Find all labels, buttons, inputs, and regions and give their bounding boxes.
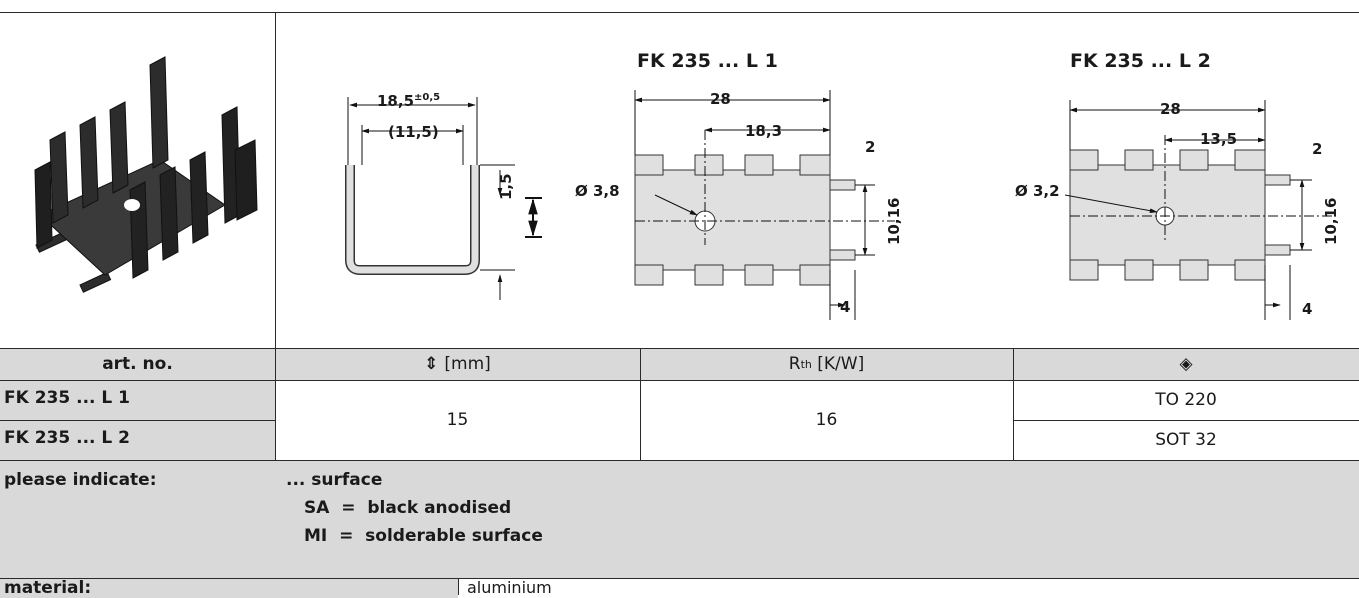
l1-hole-offset-dim: 18,3: [745, 122, 783, 140]
material-value: aluminium: [467, 578, 552, 597]
material-label-cell: [0, 578, 458, 598]
model-l1-heading: FK 235 ... L 1: [637, 50, 778, 72]
profile-width-dim: 18,5±0,5: [377, 92, 441, 110]
profile-inner-dim: (11,5): [388, 123, 439, 141]
l1-width-dim: 28: [710, 90, 731, 108]
surface-line: ... surface: [286, 470, 383, 490]
profile-thickness-dim: 1,5: [497, 173, 515, 200]
model-l2-heading: FK 235 ... L 2: [1070, 50, 1211, 72]
l1-tab-dim: 4: [840, 298, 851, 316]
row-l1-package: TO 220: [1155, 390, 1217, 410]
l2-tab-dim: 4: [1302, 300, 1313, 318]
height-header: ⇕[mm]: [424, 354, 491, 374]
product-photo: [34, 56, 258, 293]
option-sa: SA = black anodised: [304, 498, 512, 518]
l2-width-dim: 28: [1160, 100, 1181, 118]
indicate-label: please indicate:: [4, 470, 157, 490]
row-l1-artno: FK 235 ... L 1: [4, 388, 130, 408]
l2-drawing: [1064, 100, 1335, 320]
height-icon: ⇕: [424, 354, 439, 374]
row-l2-artno: FK 235 ... L 2: [4, 428, 130, 448]
table-header-row: [0, 348, 1359, 380]
l1-slot-height-dim: 10,16: [885, 197, 903, 245]
row-l2-package: SOT 32: [1155, 430, 1217, 450]
l1-slot-dim: 2: [865, 138, 876, 156]
profile-drawing: [345, 97, 542, 300]
l2-slot-dim: 2: [1312, 140, 1323, 158]
l1-hole-dia: Ø 3,8: [575, 182, 620, 200]
l2-hole-offset-dim: 13,5: [1200, 130, 1238, 148]
l2-hole-dia: Ø 3,2: [1015, 182, 1060, 200]
l1-drawing: [634, 90, 895, 320]
notes-band: [0, 460, 1359, 578]
rth-value: 16: [815, 410, 838, 430]
artno-header: art. no.: [102, 354, 173, 374]
material-label: material:: [4, 578, 92, 598]
package-header: ◈: [1013, 348, 1359, 380]
l2-slot-height-dim: 10,16: [1322, 197, 1340, 245]
transistor-icon: ◈: [1179, 354, 1193, 374]
height-value: 15: [446, 410, 469, 430]
option-mi: MI = solderable surface: [304, 526, 543, 546]
